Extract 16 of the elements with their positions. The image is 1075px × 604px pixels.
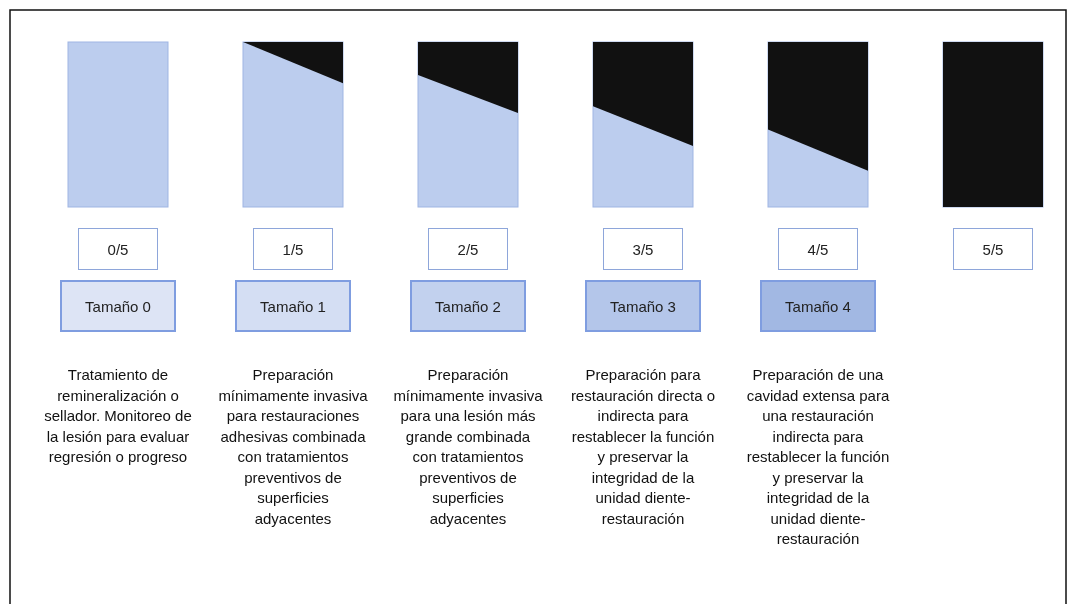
description-text: Preparación de una cavidad extensa para una restauración indirecta para restablecer la función y preservar la integridad de la unidad diente-restauración — [745, 365, 891, 549]
size-category-box: Tamaño 0 — [60, 280, 176, 332]
score-box: 3/5 — [603, 228, 683, 270]
score-box: 5/5 — [953, 228, 1033, 270]
score-box: 4/5 — [778, 228, 858, 270]
description-text: Tratamiento de remineralización o sellador. Monitoreo de la lesión para evaluar regresión o progreso — [43, 365, 193, 467]
size-category-box: Tamaño 2 — [410, 280, 526, 332]
size-category-box: Tamaño 4 — [760, 280, 876, 332]
score-box: 1/5 — [253, 228, 333, 270]
score-box: 0/5 — [78, 228, 158, 270]
description-text: Preparación mínimamente invasiva para una lesión más grande combinada con tratamientos preventivos de superficies adyacentes — [393, 365, 543, 529]
size-category-box: Tamaño 1 — [235, 280, 351, 332]
description-text: Preparación mínimamente invasiva para restauraciones adhesivas combinada con tratamientos preventivos de superficies adyacentes — [218, 365, 368, 529]
score-box: 2/5 — [428, 228, 508, 270]
description-text: Preparación para restauración directa o indirecta para restablecer la función y preservar la integridad de la unidad diente-restauración — [569, 365, 717, 529]
size-category-box: Tamaño 3 — [585, 280, 701, 332]
